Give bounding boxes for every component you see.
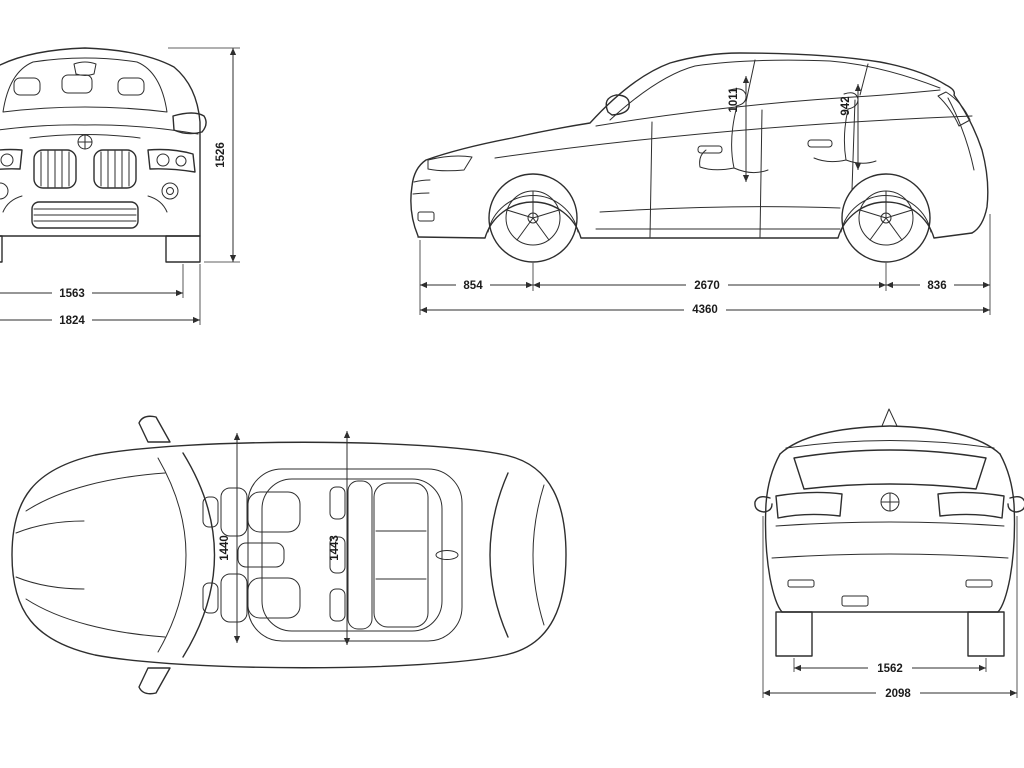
taillight [937, 91, 971, 127]
interior-mirror-icon [73, 61, 97, 76]
dim-rear-overhang: 836 [927, 280, 946, 292]
headlight [427, 155, 473, 172]
top-view-dimensions: 1440 1443 [219, 431, 351, 645]
front-view-diagram: 1526 1563 1824 [0, 47, 240, 327]
kidney-grille-right [93, 149, 137, 189]
dim-interior-width-rear: 1443 [329, 535, 341, 561]
headlight-right [147, 148, 196, 173]
dim-front-overhang: 854 [463, 280, 483, 292]
side-view-car-drawing [410, 52, 989, 263]
dim-headroom-rear: 942 [840, 96, 852, 115]
roof-panel [261, 478, 443, 632]
rear-view-car-drawing [754, 408, 1024, 657]
dim-width-incl-mirrors: 2098 [885, 688, 911, 700]
lower-intake [31, 201, 139, 229]
side-mirror-icon [172, 112, 207, 135]
dim-headroom-front: 1011 [728, 87, 740, 113]
taillight-left [775, 491, 843, 519]
mirror-bottom [138, 667, 171, 695]
headlight-left [0, 148, 23, 170]
bmw-roundel-icon [77, 134, 93, 150]
reflector-right [965, 579, 993, 588]
dim-front-width: 1824 [59, 315, 85, 327]
exhaust-tip [841, 595, 869, 607]
side-view-dimensions: 1011 942 854 2670 836 4360 [419, 76, 991, 316]
antenna-fin-icon [435, 550, 459, 560]
door-handle-rear [807, 139, 833, 148]
front-wheel [488, 173, 578, 263]
rear-bench-seat [329, 480, 429, 630]
rear-view-diagram: 1562 2098 [754, 408, 1024, 700]
top-view-car-drawing [11, 415, 567, 695]
rear-window [793, 449, 987, 490]
dim-wheelbase: 2670 [694, 280, 720, 292]
reflector-left [787, 579, 815, 588]
dim-front-height: 1526 [215, 142, 227, 168]
fog-light [417, 211, 435, 222]
taillight-right [937, 491, 1005, 519]
rear-wheel [841, 173, 931, 263]
rear-wheel-left [775, 611, 813, 657]
side-mirror-icon [605, 94, 630, 116]
top-view-diagram: 1440 1443 [11, 415, 567, 695]
mirror-left [754, 495, 773, 513]
mirror-top [138, 415, 171, 443]
dim-front-track: 1563 [59, 288, 85, 300]
front-view-car-drawing [0, 47, 207, 263]
antenna-fin-icon [881, 408, 898, 427]
bmw-roundel-icon [880, 492, 900, 512]
front-seats [202, 487, 301, 623]
front-view-dimensions: 1526 1563 1824 [0, 47, 240, 327]
fog-light-left [0, 182, 9, 200]
door-handle-front [697, 145, 723, 154]
dim-rear-track: 1562 [877, 663, 903, 675]
fog-light-right [161, 182, 179, 200]
dim-interior-width-front: 1440 [219, 535, 231, 561]
rear-view-dimensions: 1562 2098 [762, 516, 1018, 700]
kidney-grille-left [33, 149, 77, 189]
side-view-diagram: 1011 942 854 2670 836 4360 [410, 52, 991, 316]
mirror-right [1007, 495, 1024, 513]
dim-total-length: 4360 [692, 304, 718, 316]
rear-wheel-right [967, 611, 1005, 657]
